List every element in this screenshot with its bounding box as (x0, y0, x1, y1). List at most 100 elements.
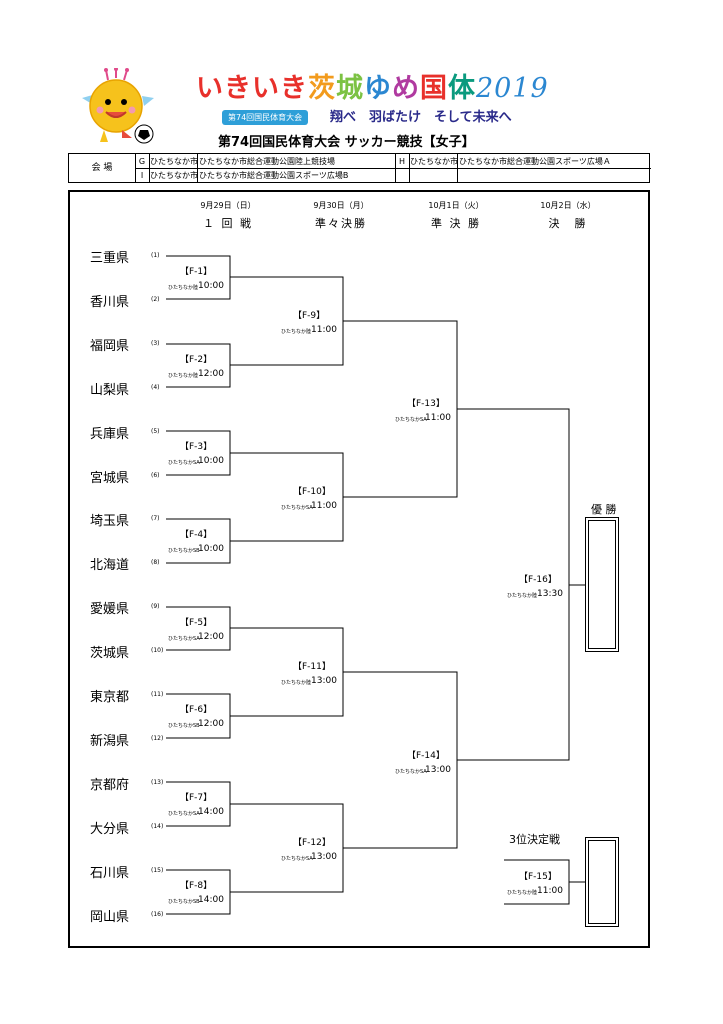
event-badge: 第74回国民体育大会 (222, 110, 309, 125)
match-time: 14:00 (198, 807, 224, 817)
champion-label: 優 勝 (591, 503, 617, 516)
team-seed: (13) (151, 779, 164, 786)
match-code: 【F-1】 (180, 267, 213, 277)
round-date: 10月2日（水） (540, 201, 596, 210)
team-name: 石川県 (90, 866, 130, 881)
match-time: 11:00 (537, 886, 563, 896)
round-date: 9月30日（月） (313, 201, 369, 210)
match-code: 【F-14】 (407, 751, 445, 761)
round-name: 準 決 勝 (431, 217, 481, 230)
team-seed: (8) (151, 559, 160, 566)
match-venue: ひたちなか陸 (168, 373, 199, 379)
team-name: 新潟県 (90, 734, 130, 749)
match-venue: ひたちなか陸 (281, 329, 312, 335)
team-name: 香川県 (90, 295, 130, 310)
team-name: 東京都 (90, 690, 130, 705)
team-name: 岡山県 (90, 910, 130, 925)
venue-code: I (140, 171, 144, 180)
team-name: 兵庫県 (90, 427, 130, 442)
round-date: 9月29日（日） (200, 201, 256, 210)
logo-part: 城 (336, 73, 364, 104)
venue-city: ひたちなか市 (410, 157, 457, 166)
team-seed: (9) (151, 603, 160, 610)
match-time: 14:00 (198, 895, 224, 905)
match-code: 【F-16】 (519, 575, 557, 585)
event-logo-text: いきいき茨城ゆめ国体2019 (196, 72, 549, 106)
venue-name: ひたちなか市総合運動公園スポーツ広場B (199, 171, 349, 180)
match-venue: ひたちなか陸 (507, 593, 538, 599)
team-name: 大分県 (90, 822, 130, 837)
venue-code: H (398, 157, 405, 166)
match-time: 11:00 (425, 413, 451, 423)
team-seed: (11) (151, 691, 164, 698)
team-seed: (16) (151, 911, 164, 918)
round-name: １ 回 戦 (203, 217, 253, 230)
match-venue: ひたちなかSA (168, 460, 200, 466)
team-seed: (5) (151, 428, 160, 435)
match-code: 【F-2】 (180, 355, 213, 365)
round-name: 準々決勝 (315, 217, 367, 230)
match-time: 13:00 (311, 676, 337, 686)
logo-part: いきいき (196, 73, 308, 104)
team-name: 茨城県 (90, 646, 130, 661)
team-name: 北海道 (90, 558, 130, 573)
match-code: 【F-13】 (407, 399, 445, 409)
team-name: 福岡県 (90, 339, 130, 354)
match-venue: ひたちなか陸 (507, 890, 538, 896)
venue-name: ひたちなか市総合運動公園陸上競技場 (199, 157, 335, 166)
match-venue: ひたちなかSA (395, 417, 427, 423)
match-code: 【F-10】 (293, 487, 331, 497)
team-seed: (1) (151, 252, 160, 259)
team-name: 三重県 (90, 251, 130, 266)
logo-year: 2019 (476, 73, 549, 104)
bracket-panel (68, 190, 650, 948)
logo-part: め (392, 73, 420, 104)
team-seed: (12) (151, 735, 164, 742)
venue-label: 会 場 (91, 163, 113, 173)
third-place-label: 3位決定戦 (509, 833, 560, 846)
venue-code: G (138, 157, 146, 166)
match-time: 10:00 (198, 281, 224, 291)
team-seed: (14) (151, 823, 164, 830)
mascot-logo (78, 67, 156, 146)
match-time: 12:00 (198, 369, 224, 379)
team-seed: (4) (151, 384, 160, 391)
logo-part: 国 (420, 73, 448, 104)
team-seed: (10) (151, 647, 164, 654)
team-name: 宮城県 (90, 471, 130, 486)
match-venue: ひたちなかSA (281, 856, 313, 862)
match-venue: ひたちなかSA (168, 636, 200, 642)
venue-name: ひたちなか市総合運動公園スポーツ広場Ａ (459, 157, 611, 166)
venue-table: 会 場 G ひたちなか市 ひたちなか市総合運動公園陸上競技場 I ひたちなか市 … (68, 153, 651, 183)
match-venue: ひたちなかSB (168, 899, 200, 905)
team-seed: (7) (151, 515, 160, 522)
match-code: 【F-12】 (293, 838, 331, 848)
team-seed: (3) (151, 340, 160, 347)
match-time: 13:00 (311, 852, 337, 862)
round-name: 決 勝 (548, 217, 588, 230)
team-seed: (6) (151, 472, 160, 479)
match-venue: ひたちなか陸 (281, 680, 312, 686)
match-code: 【F-6】 (180, 705, 213, 715)
round-date: 10月1日（火） (428, 201, 484, 210)
team-seed: (15) (151, 867, 164, 874)
match-venue: ひたちなかSA (281, 505, 313, 511)
match-venue: ひたちなかSB (168, 548, 200, 554)
match-code: 【F-8】 (180, 881, 213, 891)
team-name: 山梨県 (90, 383, 130, 398)
match-code: 【F-11】 (293, 662, 331, 672)
match-venue: ひたちなかSB (168, 723, 200, 729)
team-name: 愛媛県 (90, 602, 130, 617)
match-time: 12:00 (198, 632, 224, 642)
match-venue: ひたちなかSA (168, 811, 200, 817)
match-time: 11:00 (311, 501, 337, 511)
match-time: 11:00 (311, 325, 337, 335)
team-seed: (2) (151, 296, 160, 303)
champion-box (585, 517, 619, 652)
match-code: 【F-4】 (180, 530, 213, 540)
team-name: 埼玉県 (90, 514, 130, 529)
match-code: 【F-9】 (293, 311, 326, 321)
logo-part: ゆ (364, 73, 392, 104)
event-slogan: 翔べ 羽ばたけ そして未来へ (330, 110, 512, 125)
